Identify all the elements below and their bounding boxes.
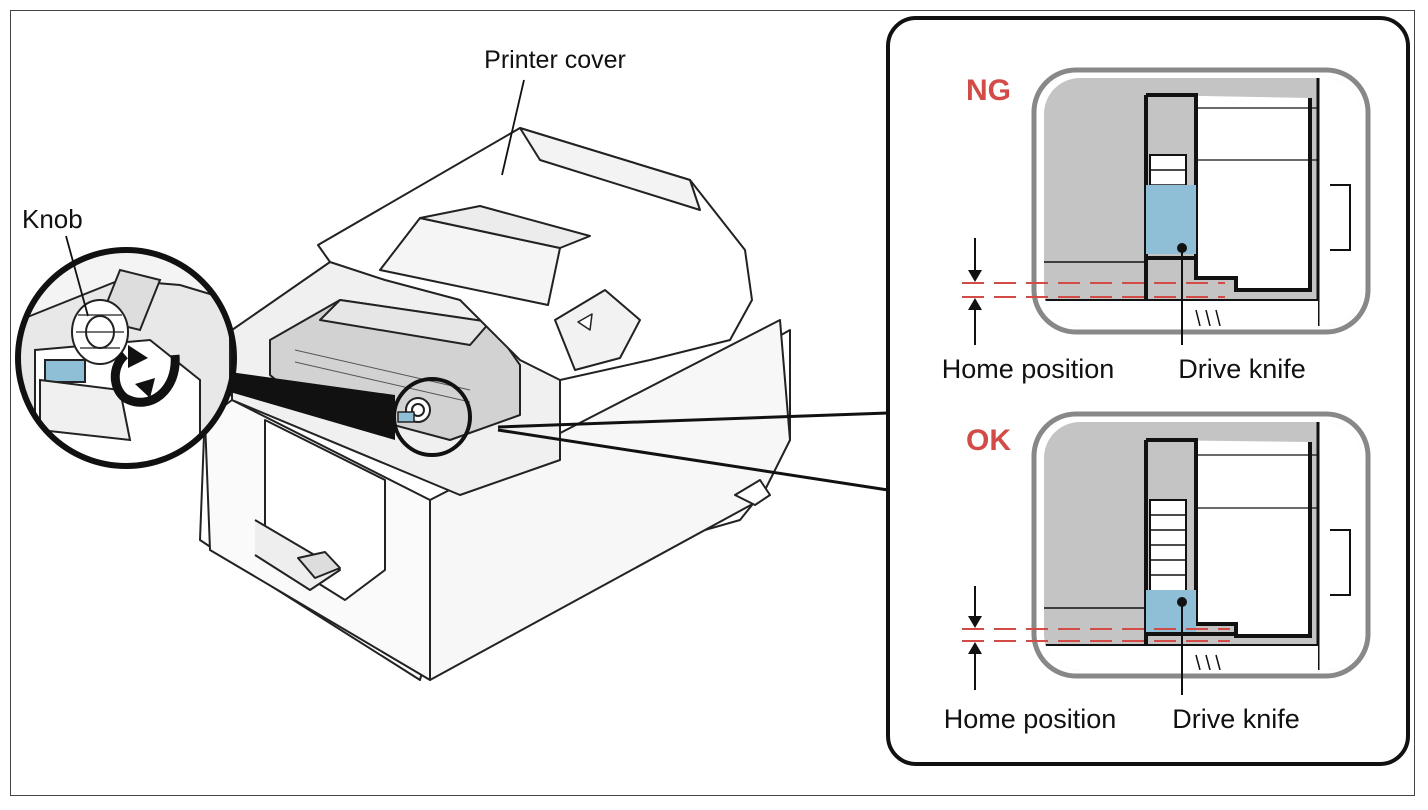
printer-right-side [429,319,791,681]
knob-label: Knob [22,204,83,234]
ok-drive-knife-label: Drive knife [1172,704,1300,734]
front-lever [297,551,341,579]
ng-detail [962,67,1371,345]
knob-leader [65,235,89,317]
printer-cover-label: Printer cover [484,46,626,74]
connector-top [497,411,889,429]
connector-bottom [497,428,889,492]
ok-knife-blue [1146,590,1196,634]
ng-drive-knife-label: Drive knife [1178,354,1306,384]
ng-home-position-label: Home position [942,354,1115,384]
ok-label: OK [966,424,1011,457]
ok-home-position-label: Home position [944,704,1117,734]
printer-cover-leader [501,79,525,176]
rotation-arrow-icon [110,351,180,407]
cover-button [554,289,641,371]
printer-illustration [199,127,791,681]
ng-knife-blue [1146,185,1196,250]
zoom-wedge [230,372,395,440]
ok-detail [962,411,1371,695]
knob-zoom [15,247,237,469]
ng-label: NG [966,74,1011,107]
knob-blue-part [44,359,86,383]
